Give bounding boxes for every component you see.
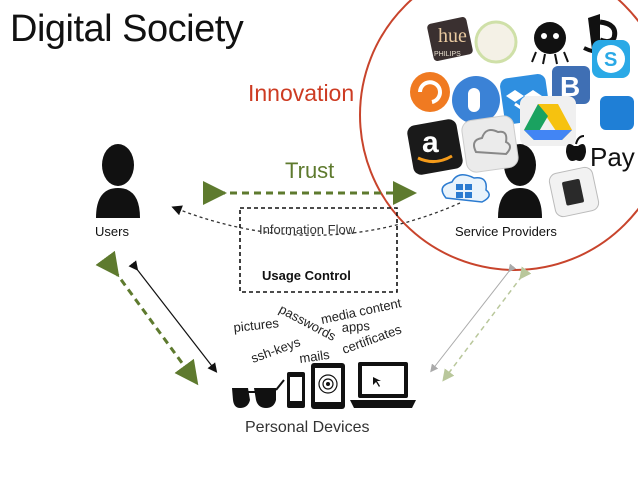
blue-app-icon <box>600 96 634 130</box>
users-devices-flow-arrow <box>128 260 218 373</box>
b-app-icon: B <box>552 66 590 104</box>
glasses-icon <box>232 379 285 408</box>
personal-devices-label: Personal Devices <box>245 419 370 436</box>
innovation-label: Innovation <box>248 80 355 106</box>
users-label: Users <box>95 224 129 239</box>
word-ssh-keys: ssh-keys <box>249 334 303 366</box>
skype-icon: S <box>592 40 630 78</box>
apple-pay-logo: Pay <box>566 135 635 172</box>
google-drive-icon <box>520 96 576 146</box>
users-person-icon <box>96 144 140 218</box>
apple-pay-text: Pay <box>590 142 635 172</box>
orange-app-icon <box>410 72 450 112</box>
information-flow-label: Information Flow <box>259 222 356 237</box>
service-logos: hue PHILIPS <box>407 14 635 218</box>
philips-logo-text: PHILIPS <box>434 51 461 58</box>
smartphone-icon <box>287 372 305 408</box>
hue-logo-text: hue <box>438 25 467 47</box>
page-title: Digital Society <box>10 8 244 50</box>
blue-circle-app-icon <box>452 76 500 124</box>
providers-devices-trust-arrow <box>442 266 532 382</box>
information-flow-curve <box>171 202 461 236</box>
service-provider-person-icon <box>498 144 542 218</box>
tablet-icon <box>311 363 345 409</box>
providers-devices-flow-arrow <box>430 263 517 373</box>
usage-control-box <box>239 207 398 293</box>
laptop-icon <box>350 362 416 408</box>
photo-app-icon <box>548 166 600 218</box>
usage-control-label: Usage Control <box>262 268 351 283</box>
trust-label: Trust <box>285 158 335 183</box>
svg-text:a: a <box>422 126 439 159</box>
round-light-logo <box>474 20 518 64</box>
svg-text:B: B <box>560 71 580 102</box>
icloud-icon <box>461 115 519 173</box>
amazon-icon: a <box>407 119 463 175</box>
word-apps: apps <box>341 318 371 335</box>
svg-text:S: S <box>604 49 617 71</box>
windows-cloud-icon <box>441 174 490 203</box>
word-pictures: pictures <box>233 315 280 335</box>
word-mails: mails <box>298 347 331 366</box>
users-devices-trust-arrow <box>95 250 199 386</box>
service-providers-label: Service Providers <box>455 224 557 239</box>
philips-hue-logo: hue PHILIPS <box>427 17 473 61</box>
github-octocat-icon <box>531 22 569 65</box>
